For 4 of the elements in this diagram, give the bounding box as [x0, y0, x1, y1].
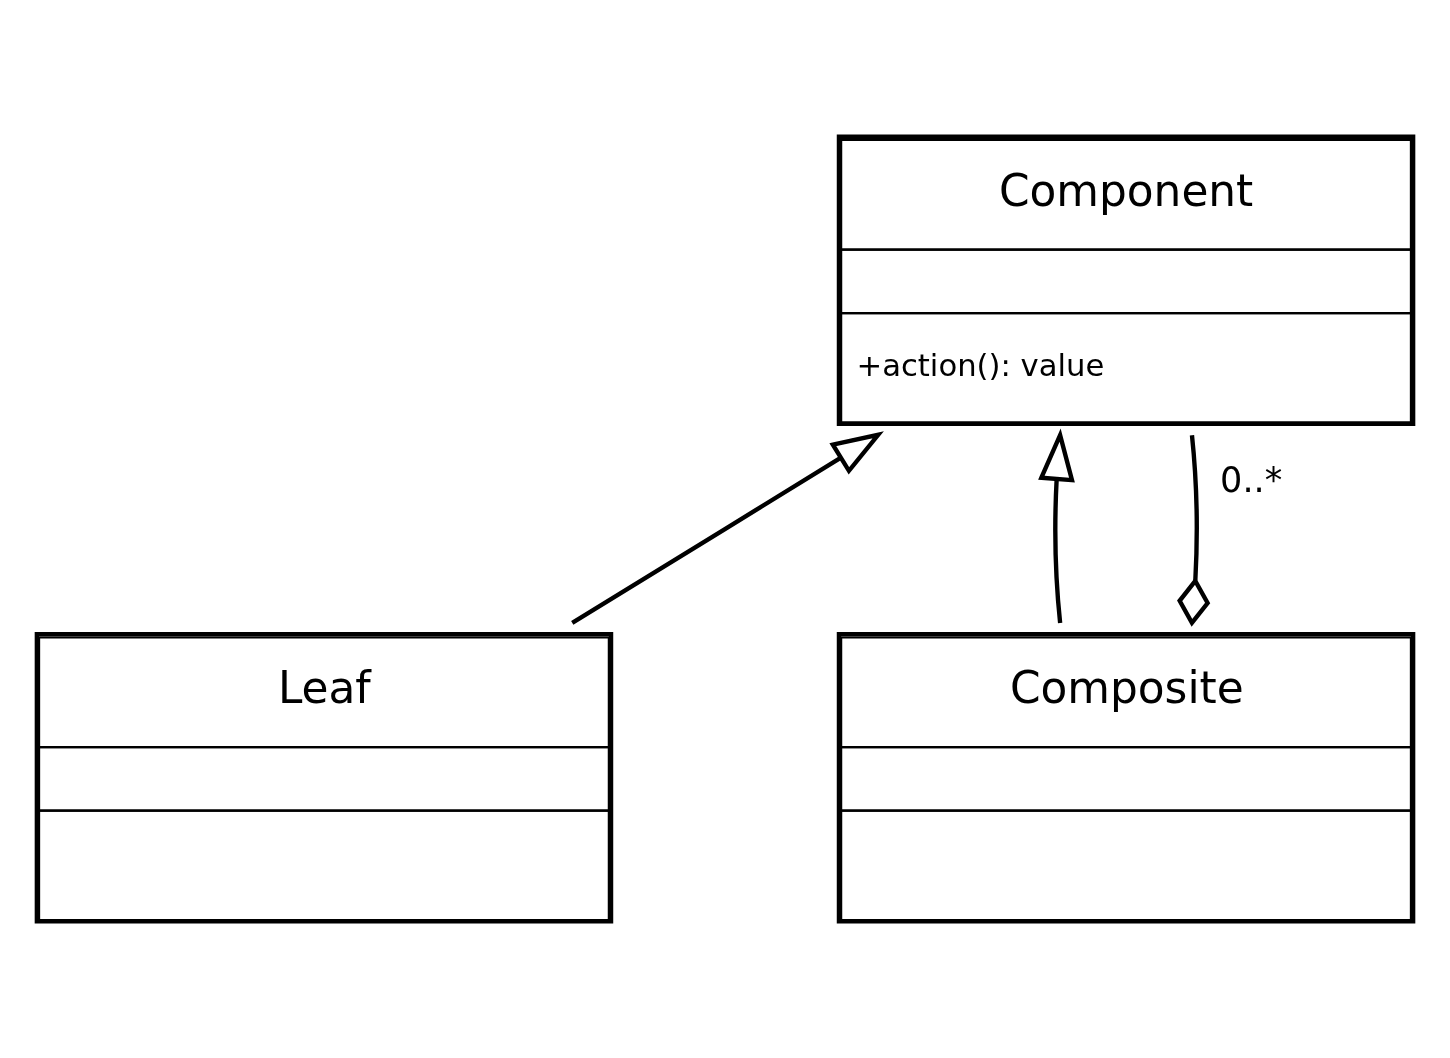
connector [1177, 435, 1211, 627]
arrow [1038, 428, 1075, 624]
edge-label: 0..* [1220, 459, 1283, 501]
arrow [571, 431, 884, 625]
